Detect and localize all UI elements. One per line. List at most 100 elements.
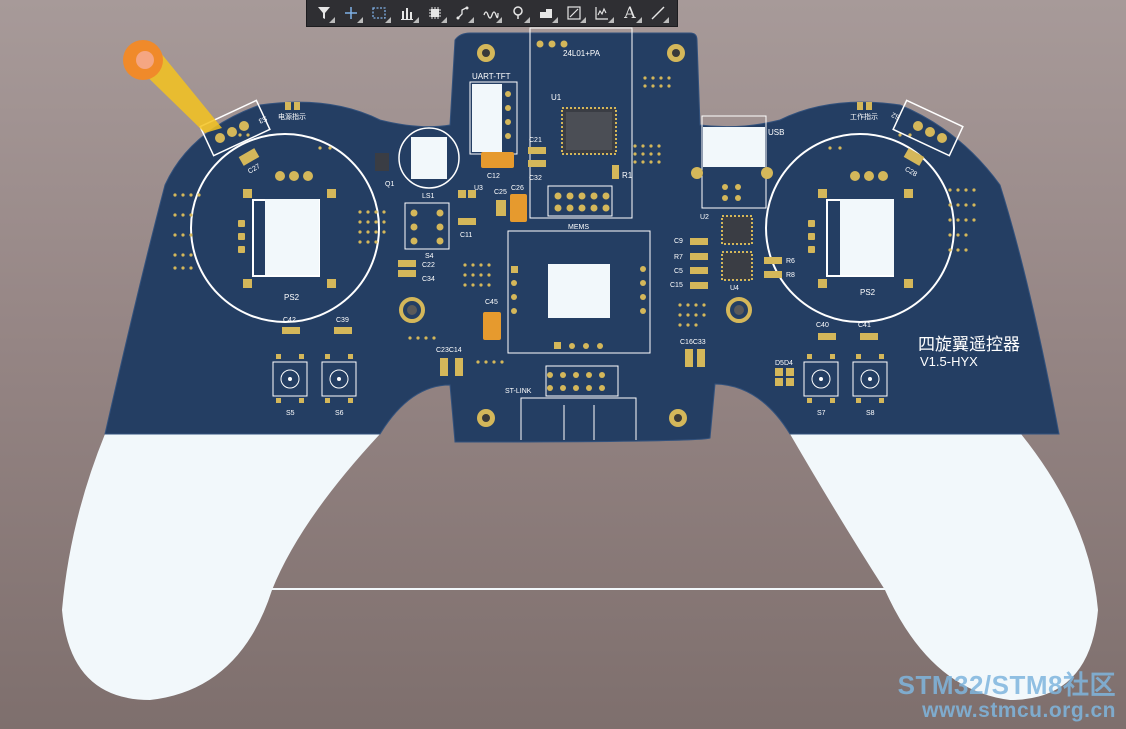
ls1-label: LS1 [422,193,435,200]
u3-label: U3 [474,185,483,192]
u4-label: U4 [730,285,739,292]
c25-label: C25 [494,189,507,196]
smd-components [238,147,925,386]
graph-icon [595,7,609,20]
dimension-tool[interactable] [562,2,587,24]
r8-label: R8 [786,272,795,279]
nrf-label: 24L01+PA [563,49,601,58]
ps2-left-label: PS2 [284,293,300,302]
mems-label: MEMS [568,224,589,231]
s6-label: S6 [335,410,344,417]
right-joystick[interactable]: PS2 [765,133,955,323]
mcu-u1[interactable]: U1 R1 [551,93,633,180]
text-a-icon: A [624,3,636,22]
c32-label: C32 [529,175,542,182]
via-tool[interactable] [506,2,531,24]
watermark-line-1: STM32/STM8社区 [897,670,1116,700]
u2-label: U2 [700,214,709,221]
button-s8[interactable]: S8 [852,354,888,417]
c39-label: C39 [336,317,349,324]
pcb-toolbar: A [306,0,678,27]
c12-label: C12 [487,173,500,180]
filter-tool[interactable] [311,2,336,24]
s8-label: S8 [866,410,875,417]
st-link-connector[interactable]: ST-LINK [505,365,637,440]
c26-label: C26 [511,185,524,192]
route-tool[interactable] [450,2,475,24]
pin-icon [512,6,523,19]
work-indicator-label: 工作指示 [850,112,878,121]
power-indicator-label: 电源指示 [278,112,306,121]
board-version: V1.5-HYX [920,354,978,369]
usb-connector[interactable]: USB [691,115,784,209]
stlink-label: ST-LINK [505,388,532,395]
graph-tool[interactable] [589,2,614,24]
select-rect-tool[interactable] [367,2,392,24]
s4-label: S4 [425,253,434,260]
q1-label: Q1 [385,181,394,188]
crosshair-tool[interactable] [339,2,364,24]
box-line-icon [567,6,581,20]
button-s6[interactable]: S6 [321,354,357,417]
c9-label: C9 [674,238,683,245]
ps2-right-label: PS2 [860,288,876,297]
route-icon [456,6,469,20]
polygon-icon [540,9,553,18]
mems-module[interactable]: MEMS [507,224,651,354]
s3-label: S3 [257,114,268,124]
c40-label: C40 [816,322,829,329]
left-joystick[interactable]: PS2 [190,133,380,323]
c16c33-label: C16C33 [680,339,706,346]
s2-label: S2 [891,110,902,120]
bars-icon [401,8,414,20]
controller-pcb-body [104,32,1060,443]
d5d4-label: D5D4 [775,360,793,367]
button-s5[interactable]: S5 [272,354,308,417]
r7-label: R7 [674,254,683,261]
s5-label: S5 [286,410,295,417]
c45-label: C45 [485,299,498,306]
chip-icon [429,7,441,19]
capacitors-orange: C12 C45 [481,152,527,340]
text-tool[interactable]: A [617,2,642,24]
via-field [173,76,976,364]
align-tool[interactable] [395,2,420,24]
usb-label: USB [768,128,784,137]
c42-label: C42 [283,317,296,324]
c23c14-label: C23C14 [436,347,462,354]
r6-label: R6 [786,258,795,265]
switch-s3[interactable]: S3 电源指示 [199,99,306,157]
nrf24l01-module[interactable]: 24L01+PA [529,27,633,219]
uart-label: UART-TFT [472,72,511,81]
c5-label: C5 [674,268,683,275]
line-tool[interactable] [645,2,670,24]
c22-label: C22 [422,262,435,269]
u1-label: U1 [551,93,562,102]
watermark-line-2: www.stmcu.org.cn [922,699,1116,722]
line-icon [651,6,665,20]
ic-u2-u4[interactable]: U2 U4 [700,214,753,292]
controller-white-body [62,434,1098,700]
watermark: STM32/STM8社区 www.stmcu.org.cn [898,672,1116,721]
mounting-holes [399,44,752,427]
dashed-rect-icon [372,7,386,19]
c41-label: C41 [858,322,871,329]
c21-label: C21 [529,137,542,144]
s7-label: S7 [817,410,826,417]
board-title-cn: 四旋翼遥控器 [918,335,1020,354]
board-title: 四旋翼遥控器 V1.5-HYX [918,335,1020,369]
highlight-marker [123,40,222,133]
c15-label: C15 [670,282,683,289]
plus-icon [345,7,358,19]
buzzer-ls1: LS1 Q1 S4 U3 [375,127,483,260]
c34-label: C34 [422,276,435,283]
switch-s2[interactable]: S2 工作指示 [850,99,964,157]
r1-label: R1 [622,171,633,180]
polygon-tool[interactable] [534,2,559,24]
interactive-route-tool[interactable] [478,2,503,24]
c11-label: C11 [460,232,472,239]
wave-icon [483,11,499,19]
component-tool[interactable] [422,2,447,24]
button-s7[interactable]: S7 [803,354,839,417]
